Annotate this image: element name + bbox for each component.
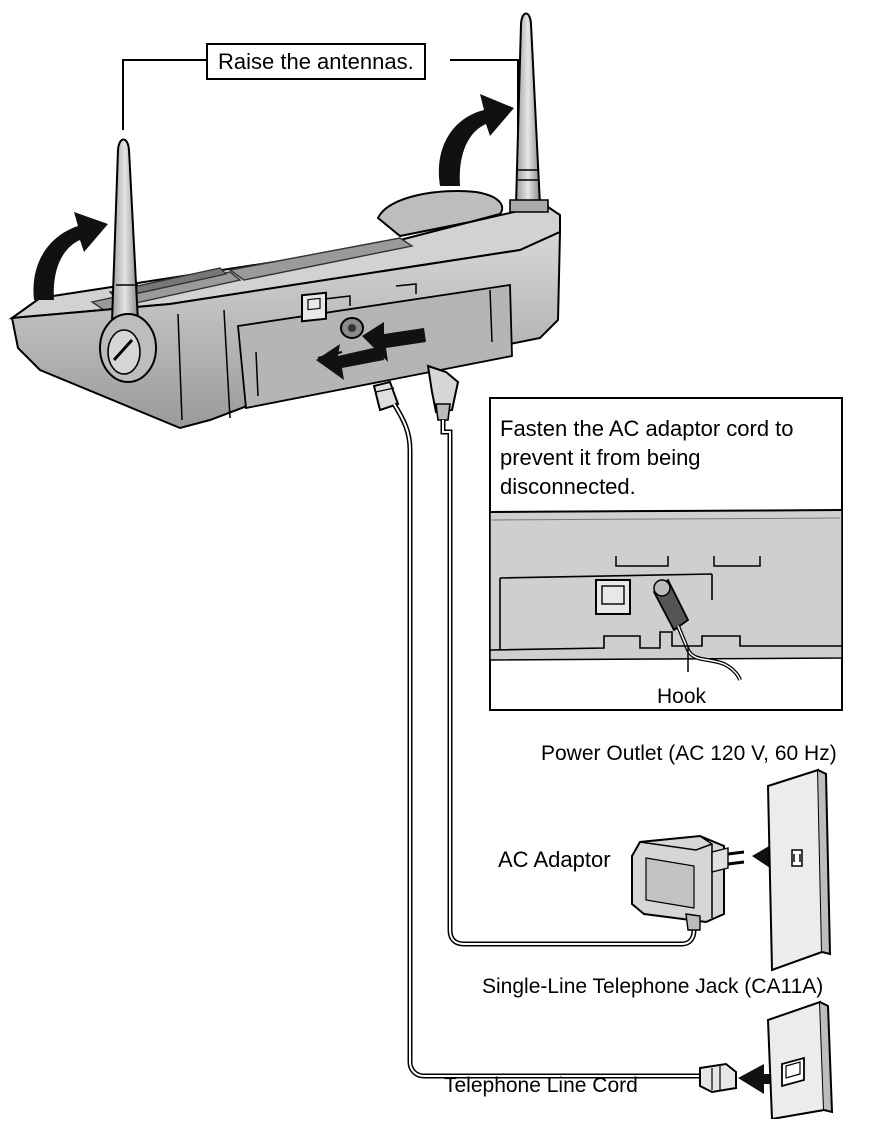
ac-adaptor-cord (426, 364, 697, 947)
plug-arrow-power (362, 322, 426, 362)
telephone-jack-label: Single-Line Telephone Jack (CA11A) (482, 975, 824, 998)
ac-adaptor (631, 834, 745, 931)
power-outlet-label: Power Outlet (AC 120 V, 60 Hz) (541, 742, 837, 765)
telephone-line-cord (372, 380, 737, 1094)
plug-arrow-jack (738, 1064, 790, 1094)
power-outlet (766, 768, 832, 972)
telephone-jack-port (301, 291, 327, 323)
raise-arrow-left (33, 212, 108, 300)
telephone-line-cord-label: Telephone Line Cord (444, 1074, 638, 1097)
inset-hook-detail (489, 397, 843, 711)
left-antenna (99, 138, 157, 383)
inset-phone-jack (595, 579, 631, 615)
hook-label: Hook (657, 685, 707, 708)
right-antenna (509, 12, 549, 213)
plug-arrow-phone (316, 344, 384, 380)
raise-arrow-right (438, 94, 514, 186)
telephone-wall-jack (766, 1000, 834, 1121)
inset-instruction-text: Fasten the AC adaptor cord to prevent it… (500, 416, 794, 499)
ac-adaptor-label: AC Adaptor (498, 847, 611, 872)
base-unit (8, 190, 562, 430)
raise-antennas-callout: Raise the antennas. (206, 43, 426, 80)
